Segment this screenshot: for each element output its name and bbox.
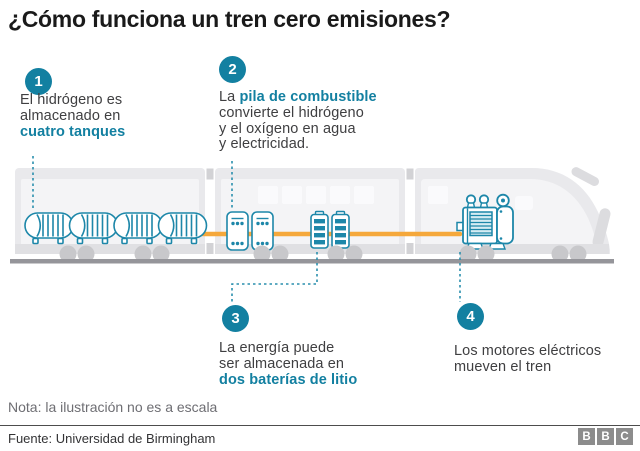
window	[282, 186, 302, 204]
fuel-cells	[226, 211, 274, 251]
step-2-line-2: convierte el hidrógeno	[219, 104, 364, 121]
step-2-line-1-prefix: La	[219, 89, 240, 105]
lithium-battery-icon	[310, 210, 329, 249]
lithium-batteries	[310, 210, 350, 249]
floor-strip	[415, 244, 609, 254]
wheel-bogie	[327, 245, 363, 263]
step-1-line-2: almacenado en	[20, 107, 121, 124]
nose-shading	[571, 167, 611, 248]
page-title: ¿Cómo funciona un tren cero emisiones?	[8, 6, 451, 32]
coupler	[406, 168, 414, 180]
step-2-line-1: La pila de combustible	[219, 89, 424, 106]
hydrogen-tanks	[24, 212, 208, 245]
floor-strip	[215, 244, 405, 254]
step-4-number: 4	[466, 308, 475, 325]
window	[258, 186, 278, 204]
window-row	[258, 186, 533, 210]
train-illustration	[10, 156, 614, 302]
bbc-logo-block: B	[597, 428, 614, 445]
bbc-logo-block: B	[578, 428, 595, 445]
step-1-badge: 1	[25, 68, 52, 95]
window	[354, 186, 374, 204]
step-2-badge: 2	[219, 56, 246, 83]
step-3-highlight: dos baterías de litio	[219, 371, 358, 388]
car-floor-strips	[15, 244, 609, 254]
wheel-bogie	[551, 245, 587, 263]
step-2-text: La pila de combustible convierte el hidr…	[219, 89, 424, 153]
nose-shade	[592, 208, 611, 248]
wheel-bogie	[253, 245, 289, 263]
bbc-logo-block: C	[616, 428, 633, 445]
step-1-line-1: El hidrógeno es	[20, 92, 123, 108]
step-3-badge: 3	[222, 305, 249, 332]
footer-divider	[0, 425, 640, 426]
nose-shade	[571, 167, 600, 186]
step-4-line-2: mueven el tren	[454, 358, 552, 375]
floor-strip	[15, 244, 205, 254]
wheel-bogies	[59, 245, 587, 263]
coupler	[206, 243, 214, 254]
step-3-text: La energía puede ser almacenada en dos b…	[219, 340, 404, 388]
step-1-highlight: cuatro tanques	[20, 123, 126, 140]
step-1-number: 1	[34, 73, 43, 90]
scale-note: Nota: la ilustración no es a escala	[8, 399, 218, 415]
lithium-battery-icon	[331, 210, 350, 249]
window	[515, 196, 533, 210]
step-4-text: Los motores eléctricos mueven el tren	[454, 343, 634, 376]
hydrogen-tank-icon	[24, 212, 74, 245]
fuel-cell-icon	[226, 211, 249, 251]
source-credit: Fuente: Universidad de Birmingham	[8, 431, 216, 446]
step-4-badge: 4	[457, 303, 484, 330]
wheel-bogie	[134, 245, 170, 263]
window	[330, 186, 350, 204]
step-2-line-3: y el oxígeno en agua	[219, 120, 356, 137]
step-3-line-1: La energía puede	[219, 340, 335, 356]
hydrogen-tank-icon	[157, 212, 208, 245]
ground-line	[10, 259, 614, 264]
step-1-text: El hidrógeno es almacenado en cuatro tan…	[20, 92, 190, 140]
step-4-line-1: Los motores eléctricos	[454, 343, 602, 359]
fuel-cell-icon	[251, 211, 274, 251]
electric-motor-icon	[456, 193, 514, 250]
hydrogen-tank-icon	[68, 212, 119, 245]
step-2-line-4: y electricidad.	[219, 136, 310, 153]
step-2-number: 2	[228, 61, 237, 78]
gangway-couplers	[206, 168, 414, 254]
window	[428, 186, 448, 204]
step-3-number: 3	[231, 310, 240, 327]
step-3-line-2: ser almacenada en	[219, 355, 345, 372]
step-2-highlight: pila de combustible	[239, 89, 377, 105]
wheel-bogie	[59, 245, 95, 263]
wheel-bogie	[459, 245, 495, 263]
window	[306, 186, 326, 204]
bbc-logo: B B C	[578, 428, 633, 445]
coupler	[406, 243, 414, 254]
connector-lines	[32, 156, 461, 302]
coupler	[206, 168, 214, 180]
